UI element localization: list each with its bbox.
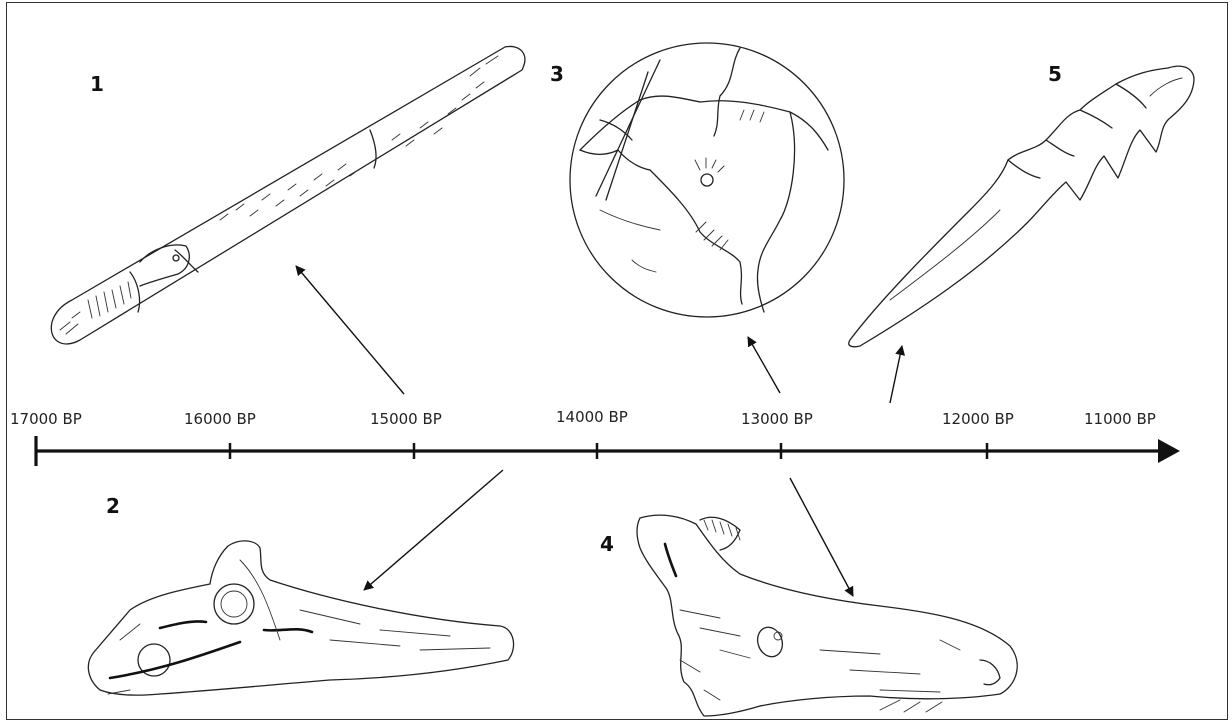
timeline-labels: 17000 BP 16000 BP 15000 BP 14000 BP 1300…	[10, 408, 1156, 428]
artifact-number: 5	[1048, 62, 1062, 86]
artifact-number: 4	[600, 532, 614, 556]
artifact-number: 2	[106, 494, 120, 518]
tick-label: 17000 BP	[10, 410, 82, 428]
arrow-to-artifact-3	[748, 337, 780, 393]
tick-label: 11000 BP	[1084, 410, 1156, 428]
tick-label: 12000 BP	[942, 410, 1014, 428]
tick-label: 13000 BP	[741, 410, 813, 428]
engraved-rod-with-bird-head-icon	[51, 46, 525, 343]
arrow-to-artifact-5	[890, 346, 902, 403]
arrow-to-artifact-1	[296, 266, 404, 394]
tick-label: 15000 BP	[370, 410, 442, 428]
tick-label: 16000 BP	[184, 410, 256, 428]
arrow-to-artifact-2	[364, 470, 503, 590]
artifact-number: 3	[550, 62, 564, 86]
pointer-arrows	[296, 266, 902, 596]
horse-head-contour-icon	[637, 515, 1017, 716]
tick-label: 14000 BP	[556, 408, 628, 426]
perforated-baton-icon	[88, 541, 513, 695]
artifact-number: 1	[90, 72, 104, 96]
engraved-disc-with-animal-icon	[570, 43, 844, 317]
timeline-axis	[36, 436, 1180, 466]
harpoon-point-icon	[849, 66, 1194, 347]
axis-arrow-icon	[1158, 439, 1180, 463]
arrow-to-artifact-4	[790, 478, 853, 596]
